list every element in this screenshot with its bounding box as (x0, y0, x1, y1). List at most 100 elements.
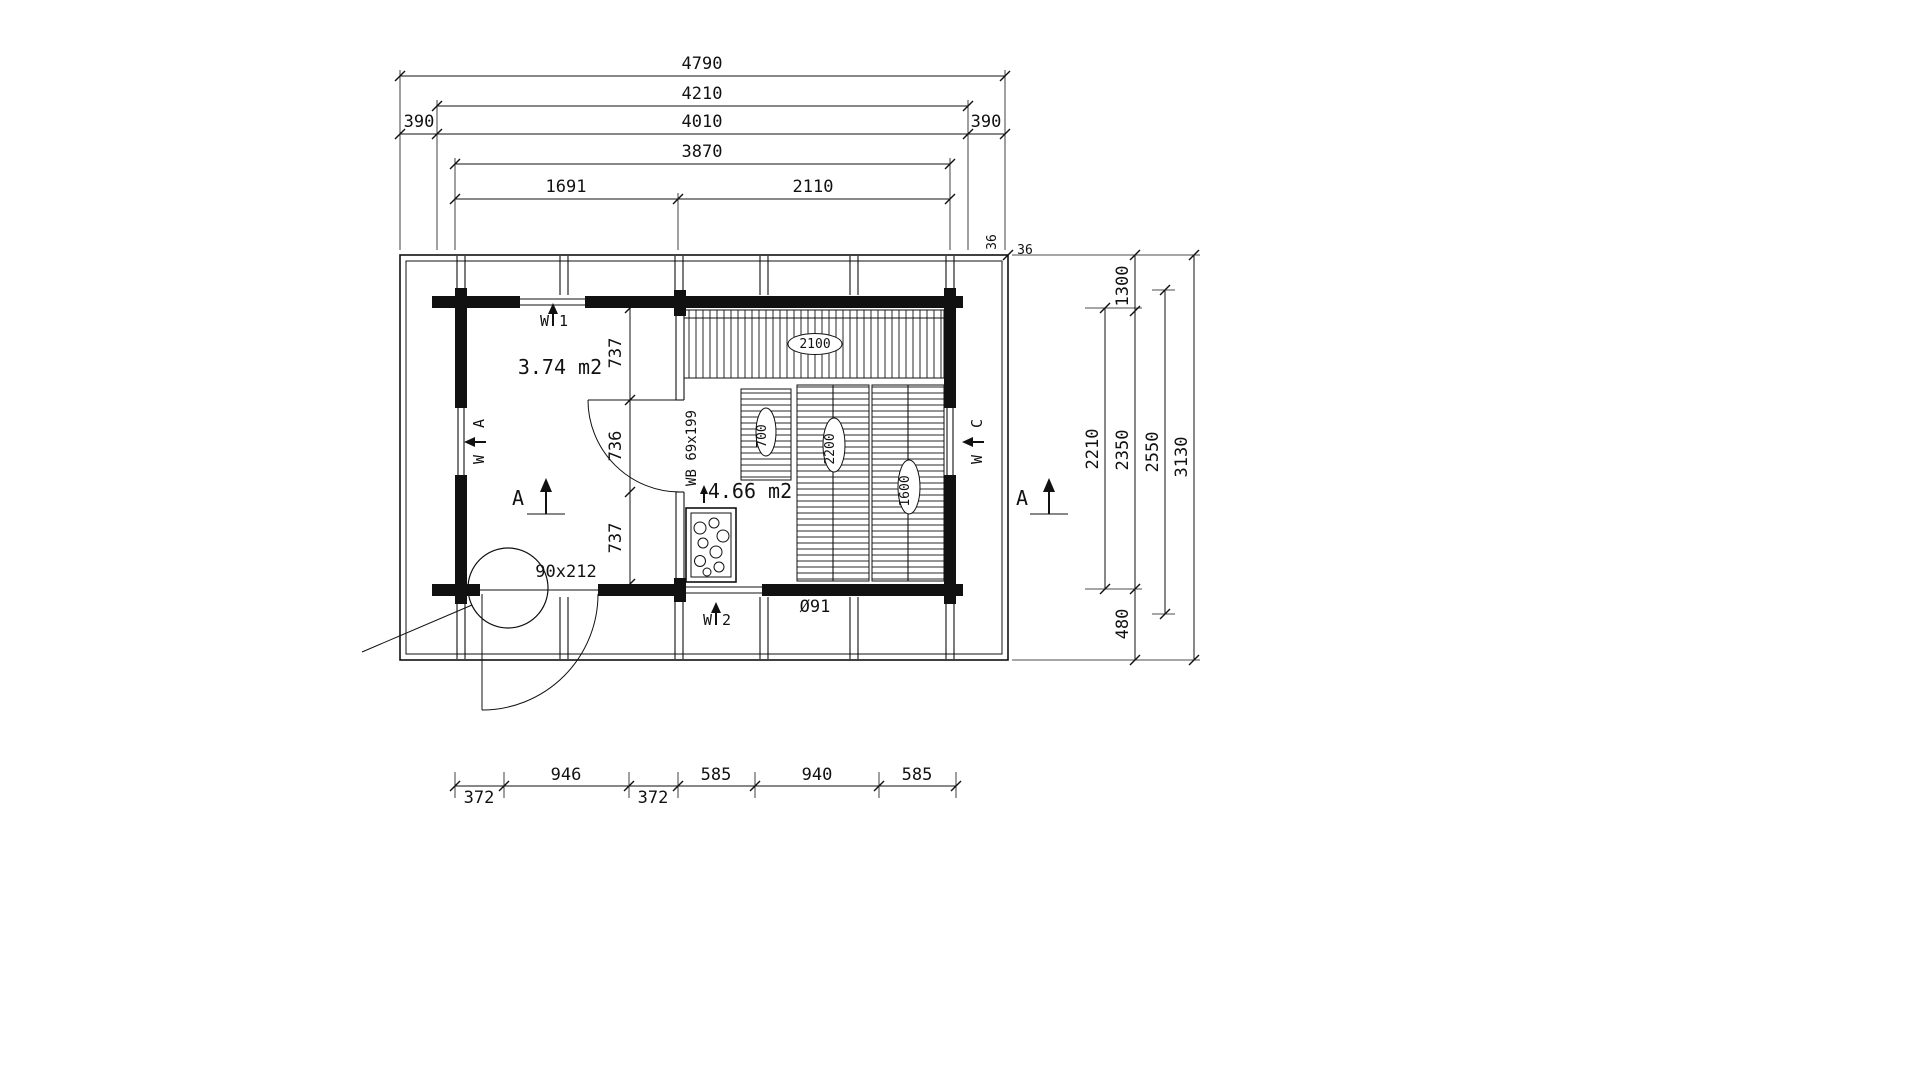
stove-diameter-label: Ø91 (800, 597, 831, 617)
windows (457, 298, 954, 594)
partition-wall (675, 316, 685, 578)
right-wall-lower (944, 475, 956, 604)
bench-tag-right-label: 1600 (898, 475, 913, 506)
dim-585-left: 585 (701, 765, 732, 785)
partition-stub-top (674, 290, 686, 316)
dim-737-top: 737 (606, 338, 626, 369)
interior-door (587, 399, 681, 493)
stove-body (685, 507, 737, 583)
label-w1: W 1 (540, 303, 568, 330)
detail-leader-line (361, 604, 473, 653)
w1-number: 1 (559, 312, 568, 330)
label-wb: WB 69x199 (684, 410, 708, 503)
bottom-wall-mid-segment (598, 584, 674, 596)
wc-prefix: W (968, 454, 986, 464)
dim-4790: 4790 (682, 54, 723, 74)
bench-small (740, 388, 792, 481)
interior-door-swing-arc (587, 399, 681, 493)
dim-36-side: 36 (1017, 243, 1033, 258)
dim-480: 480 (1113, 609, 1133, 640)
dim-736: 736 (606, 431, 626, 462)
window-w2 (686, 586, 762, 594)
detail-circle (467, 547, 549, 629)
walls (432, 288, 963, 604)
dimensions-bottom: 946 585 940 585 372 372 (449, 765, 962, 808)
dim-2210: 2210 (1083, 429, 1103, 470)
dim-372-right: 372 (638, 788, 669, 808)
bench-tag-middle: 2200 (822, 417, 846, 473)
room-left-area: 3.74 m2 (518, 355, 602, 379)
window-wa (457, 408, 465, 475)
bench-tag-right: 1600 (897, 459, 921, 515)
entrance-door-swing-arc (481, 593, 599, 711)
deck-joists-bottom (456, 597, 955, 659)
dim-372-left: 372 (464, 788, 495, 808)
w1-prefix: W (540, 312, 550, 330)
top-wall-right-segment (585, 296, 963, 308)
dim-390-left: 390 (404, 112, 435, 132)
dim-390-right: 390 (971, 112, 1002, 132)
dim-3130: 3130 (1172, 437, 1192, 478)
dim-2350: 2350 (1113, 430, 1133, 471)
wa-letter: A (470, 419, 488, 428)
dim-36-top: 36 (985, 234, 1000, 250)
bench-tag-top-label: 2100 (799, 337, 830, 352)
dimensions-interior: 737 736 737 (606, 302, 636, 590)
sauna-stove (685, 507, 737, 583)
section-right-label: A (1016, 486, 1028, 510)
wb-label: WB 69x199 (684, 410, 700, 486)
dim-2110: 2110 (793, 177, 834, 197)
bench-tag-small: 700 (755, 407, 777, 457)
entrance-door (480, 589, 599, 711)
dim-1691: 1691 (546, 177, 587, 197)
dim-4010: 4010 (682, 112, 723, 132)
right-wall-upper (944, 288, 956, 408)
section-left-label: A (512, 486, 524, 510)
dim-585-right: 585 (902, 765, 933, 785)
room-sauna-area: 4.66 m2 (708, 479, 792, 503)
label-w2: W 2 (703, 602, 731, 629)
bench-tag-small-label: 700 (755, 424, 770, 447)
dimensions-top: 4790 4210 390 4010 390 3870 1691 2110 (394, 54, 1011, 250)
deck-inner-edge (405, 260, 1003, 655)
deck-frame (399, 254, 1009, 661)
w2-prefix: W (703, 611, 713, 629)
w2-number: 2 (722, 611, 731, 629)
label-wa: W A (464, 419, 488, 464)
window-wc (946, 408, 954, 475)
dim-940: 940 (802, 765, 833, 785)
section-right-arrowhead-icon (1043, 478, 1055, 492)
left-wall-lower (455, 475, 467, 604)
partition-stub-bottom (674, 578, 686, 602)
bench-tag-top: 2100 (787, 333, 843, 355)
left-wall-upper (455, 288, 467, 408)
wa-arrowhead-icon (464, 437, 475, 447)
w2-arrowhead-icon (711, 602, 721, 613)
dim-737-bottom: 737 (606, 523, 626, 554)
dim-3870: 3870 (682, 142, 723, 162)
deck-joists-top (456, 256, 955, 295)
dimensions-right: 36 36 1300 2210 2350 2550 3130 480 (985, 234, 1200, 666)
door-size-label: 90x212 (535, 562, 596, 582)
stove-stones (693, 517, 730, 577)
bottom-wall-right-segment (762, 584, 963, 596)
stove-inner (690, 512, 732, 578)
section-mark-right: A (1016, 478, 1068, 515)
wa-prefix: W (470, 454, 488, 464)
bench-tag-middle-label: 2200 (823, 433, 838, 464)
sauna-benches: 2100 700 2200 1600 (683, 309, 945, 582)
labels: 3.74 m2 4.66 m2 90x212 Ø91 W 1 W 2 W A W (464, 303, 1068, 629)
wc-arrowhead-icon (962, 437, 973, 447)
detail-callout (361, 547, 549, 653)
dim-4210: 4210 (682, 84, 723, 104)
wc-letter: C (968, 419, 986, 428)
dim-2550: 2550 (1143, 432, 1163, 473)
label-wc: W C (962, 419, 986, 464)
deck-outer-edge (399, 254, 1009, 661)
w1-arrowhead-icon (548, 303, 558, 314)
dim-1300: 1300 (1113, 266, 1133, 307)
section-mark-left: A (512, 478, 565, 515)
wb-arrowhead-icon (700, 485, 708, 494)
section-left-arrowhead-icon (540, 478, 552, 492)
